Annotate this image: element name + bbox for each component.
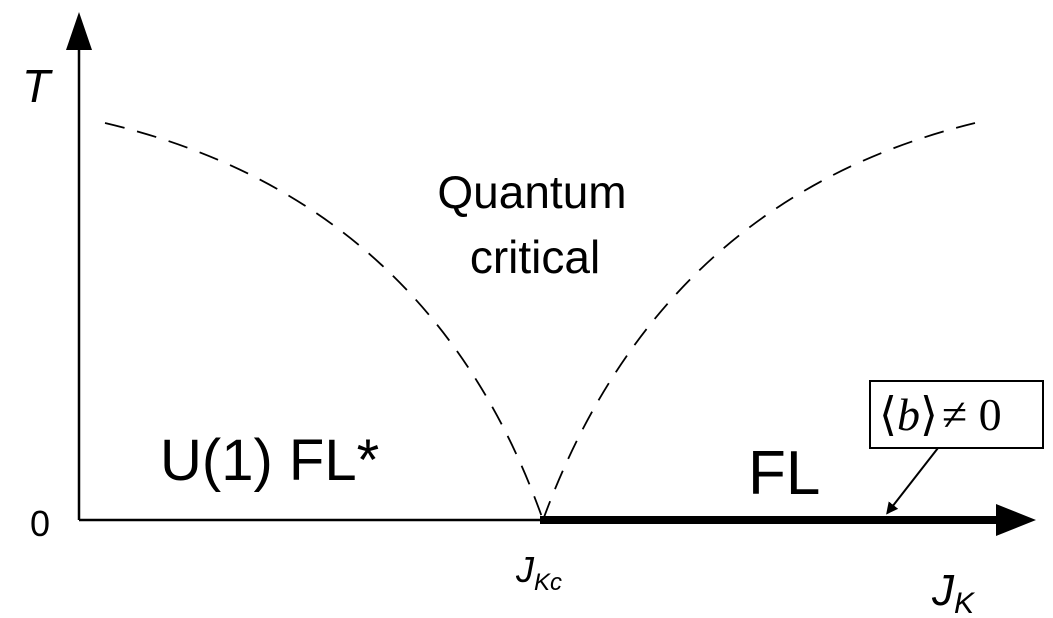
fl-label: FL: [748, 439, 820, 508]
order-parameter-rang: ⟩: [920, 389, 938, 440]
order-parameter-symbol: b: [897, 389, 920, 440]
y-axis-label: T: [22, 60, 53, 112]
critical-point-label-sub: Kc: [534, 569, 562, 596]
critical-point-label-main: J: [515, 549, 535, 590]
crossover-line-right: [542, 122, 976, 521]
order-parameter-pointer: [886, 447, 939, 515]
x-axis-label: JK: [931, 566, 976, 618]
quantum-critical-label-line1: Quantum: [437, 166, 626, 218]
quantum-critical-label-line2: critical: [470, 231, 600, 283]
crossover-line-left: [104, 122, 544, 521]
critical-point-label: JKc: [515, 549, 562, 596]
x-axis-label-sub: K: [954, 587, 976, 618]
order-parameter-box: [869, 380, 1044, 449]
y-origin-label: 0: [30, 503, 50, 544]
order-parameter-relation: ≠ 0: [942, 389, 1002, 440]
order-parameter-lang: ⟨: [879, 389, 897, 440]
x-axis-arrowhead: [996, 504, 1036, 536]
order-parameter-text: ⟨b⟩≠ 0: [879, 389, 1002, 440]
y-axis-arrowhead: [66, 12, 92, 50]
x-axis-label-main: J: [931, 566, 955, 615]
u1-flstar-label: U(1) FL*: [160, 428, 379, 493]
